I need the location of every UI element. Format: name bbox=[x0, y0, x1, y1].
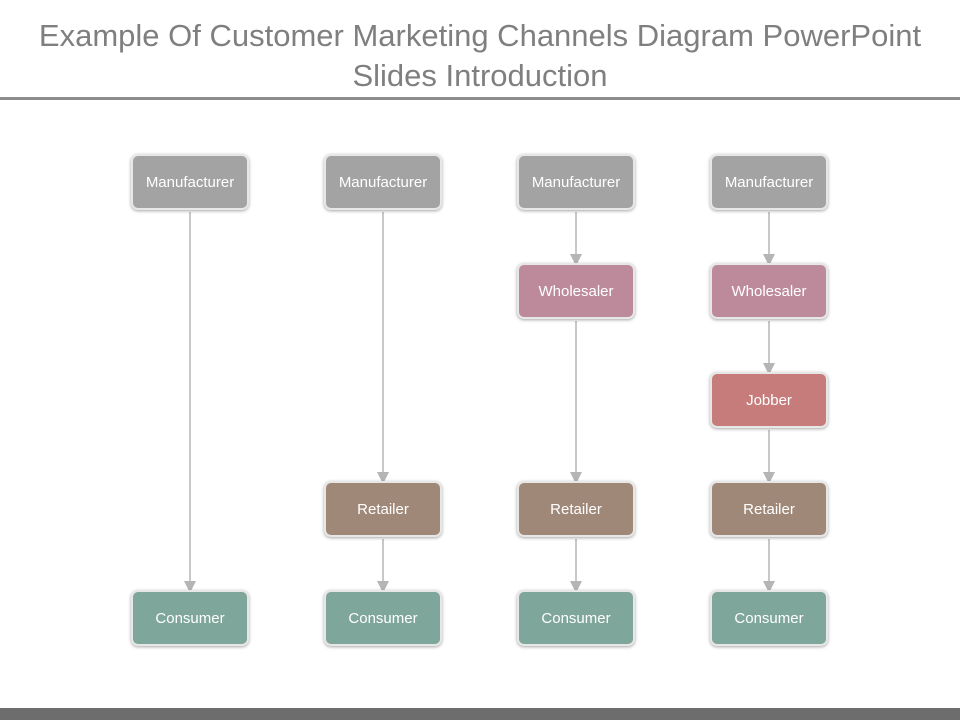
title-line-1: Example Of Customer Marketing Channels D… bbox=[38, 18, 922, 53]
retailer-node: Retailer bbox=[710, 481, 828, 537]
title-line-2: Slides Introduction bbox=[352, 58, 608, 93]
consumer-node: Consumer bbox=[131, 590, 249, 646]
retailer-node: Retailer bbox=[324, 481, 442, 537]
wholesaler-node: Wholesaler bbox=[710, 263, 828, 319]
wholesaler-node: Wholesaler bbox=[517, 263, 635, 319]
page-title: Example Of Customer Marketing Channels D… bbox=[0, 16, 960, 96]
jobber-node: Jobber bbox=[710, 372, 828, 428]
title-divider bbox=[0, 97, 960, 100]
manufacturer-node: Manufacturer bbox=[324, 154, 442, 210]
consumer-node: Consumer bbox=[324, 590, 442, 646]
manufacturer-node: Manufacturer bbox=[517, 154, 635, 210]
consumer-node: Consumer bbox=[710, 590, 828, 646]
manufacturer-node: Manufacturer bbox=[131, 154, 249, 210]
footer-bar bbox=[0, 708, 960, 720]
consumer-node: Consumer bbox=[517, 590, 635, 646]
manufacturer-node: Manufacturer bbox=[710, 154, 828, 210]
retailer-node: Retailer bbox=[517, 481, 635, 537]
